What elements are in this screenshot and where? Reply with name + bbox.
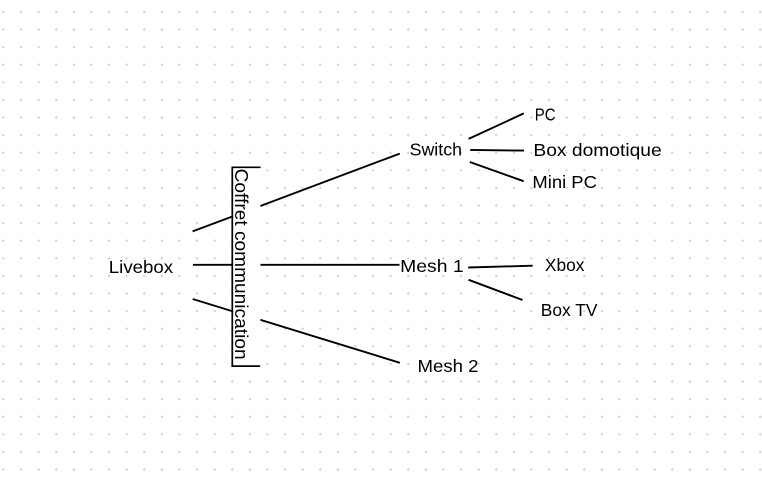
svg-text:Mesh 1: Mesh 1 [400,256,464,276]
svg-text:Box domotique: Box domotique [533,140,661,160]
svg-text:PC: PC [535,105,556,125]
svg-text:Box TV: Box TV [541,300,598,320]
svg-text:Mini PC: Mini PC [532,172,597,192]
svg-text:Livebox: Livebox [109,257,173,277]
svg-text:Xbox: Xbox [545,255,585,275]
svg-text:Switch: Switch [410,139,462,159]
svg-text:Coffret communication: Coffret communication [231,169,252,360]
svg-text:Mesh 2: Mesh 2 [418,356,479,376]
